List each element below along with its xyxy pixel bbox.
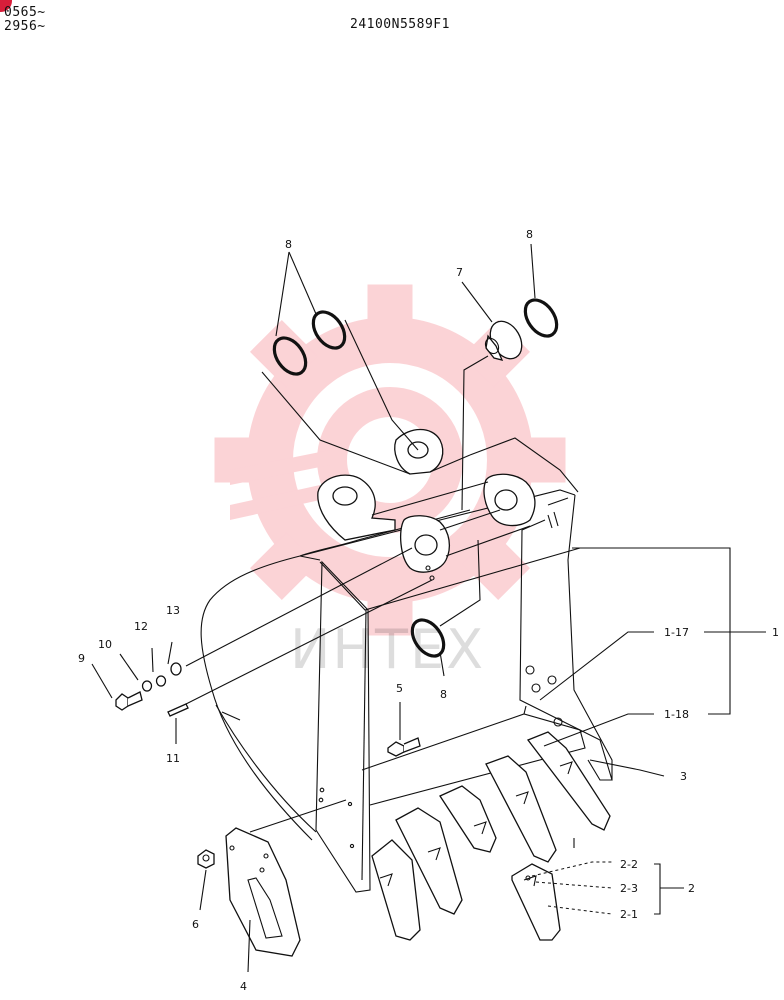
pin-bosses bbox=[317, 428, 559, 581]
label-8b: 8 bbox=[526, 228, 533, 241]
label-8c: 8 bbox=[440, 688, 447, 701]
part-labels: 8 8 7 8 1-17 1 1-18 13 12 10 9 11 5 3 2-… bbox=[78, 228, 779, 993]
right-side-plate bbox=[469, 437, 613, 781]
label-2-1: 2-1 bbox=[620, 908, 638, 921]
bucket-teeth bbox=[371, 731, 611, 941]
label-6: 6 bbox=[192, 918, 199, 931]
tooth-4 bbox=[485, 755, 557, 863]
label-3: 3 bbox=[680, 770, 687, 783]
tooth-3 bbox=[439, 785, 497, 853]
label-2-3: 2-3 bbox=[620, 882, 638, 895]
label-1: 1 bbox=[772, 626, 779, 639]
snap-rings bbox=[272, 298, 559, 658]
label-12: 12 bbox=[134, 620, 148, 633]
watermark-text: ИНТЕХ bbox=[290, 618, 485, 681]
tooth-2 bbox=[395, 807, 463, 915]
tooth-1 bbox=[371, 839, 421, 941]
gear-logo-icon bbox=[214, 284, 566, 636]
tooth-5 bbox=[526, 731, 611, 831]
serial-from: 0565~ bbox=[4, 5, 46, 20]
label-10: 10 bbox=[98, 638, 112, 651]
label-2-2: 2-2 bbox=[620, 858, 638, 871]
label-2: 2 bbox=[688, 882, 695, 895]
label-7: 7 bbox=[456, 266, 463, 279]
serial-to: 2956~ bbox=[4, 19, 46, 34]
label-8a: 8 bbox=[285, 238, 292, 251]
label-1-17: 1-17 bbox=[664, 626, 689, 639]
left-side-plate bbox=[315, 560, 371, 893]
spare-tooth bbox=[511, 863, 561, 941]
bushing bbox=[484, 320, 523, 361]
label-9: 9 bbox=[78, 652, 85, 665]
hardware bbox=[115, 662, 421, 757]
drawing-number: 24100N5589F1 bbox=[350, 17, 450, 32]
label-11: 11 bbox=[166, 752, 180, 765]
hex-nut bbox=[197, 849, 215, 869]
side-cutter bbox=[225, 827, 301, 957]
label-1-18: 1-18 bbox=[664, 708, 689, 721]
label-5: 5 bbox=[396, 682, 403, 695]
label-13: 13 bbox=[166, 604, 180, 617]
leader-lines bbox=[91, 243, 766, 973]
label-4: 4 bbox=[240, 980, 247, 993]
